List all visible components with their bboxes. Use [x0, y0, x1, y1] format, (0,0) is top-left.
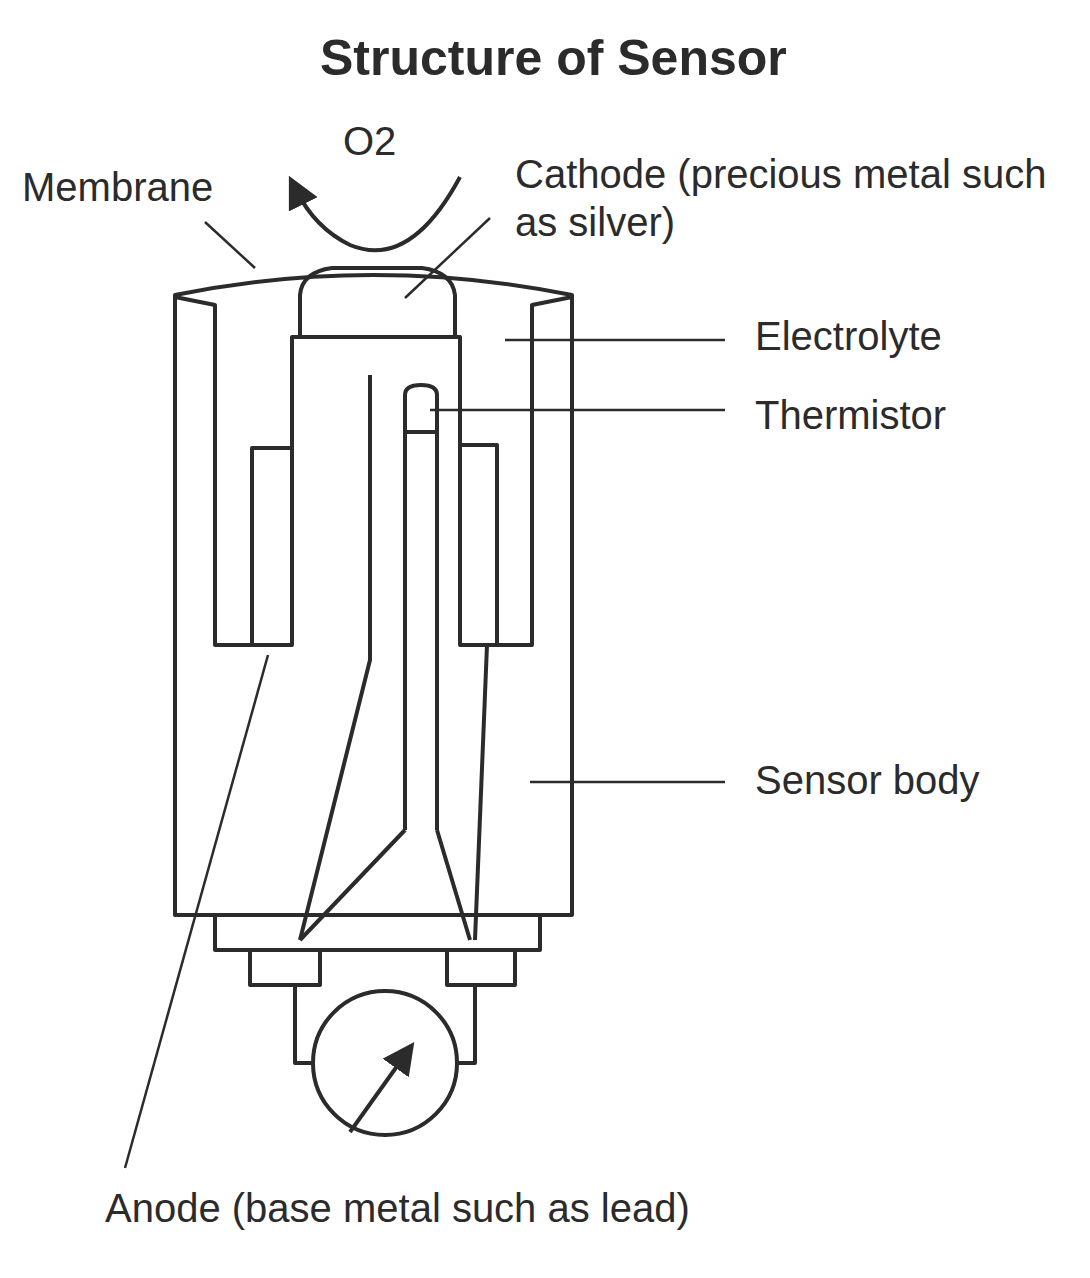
- part-label: Membrane: [22, 163, 213, 211]
- leader-line: [505, 339, 725, 342]
- leader-line: [430, 409, 725, 412]
- anode-wire: [475, 645, 487, 940]
- left-channel: [175, 297, 292, 645]
- thermistor-tube: [405, 385, 437, 830]
- leader-line: [405, 218, 490, 298]
- part-label: Electrolyte: [755, 312, 942, 360]
- oxygen-arrow: [296, 177, 460, 250]
- meter: [313, 991, 457, 1135]
- part-label: Thermistor: [755, 391, 946, 439]
- part-label: Anode (base metal such as lead): [105, 1184, 690, 1232]
- leader-line: [205, 222, 255, 268]
- leader-line: [530, 781, 725, 784]
- cathode: [300, 268, 455, 337]
- part-label: Sensor body: [755, 756, 980, 804]
- part-label: Cathode (precious metal such as silver): [515, 150, 1075, 246]
- terminal: [447, 950, 515, 985]
- thermistor-leads: [300, 830, 470, 940]
- meter-needle: [350, 1055, 405, 1132]
- thermistor-bead: [405, 430, 437, 434]
- sensor-body-outline: [175, 275, 572, 915]
- right-channel: [460, 297, 572, 645]
- base: [215, 915, 540, 950]
- gas-label: O2: [343, 117, 396, 165]
- leader-line: [125, 655, 268, 1168]
- terminal: [250, 950, 320, 985]
- cathode-wire: [300, 375, 370, 940]
- diagram-title: Structure of Sensor: [320, 28, 787, 88]
- meter-wires: [295, 985, 475, 1063]
